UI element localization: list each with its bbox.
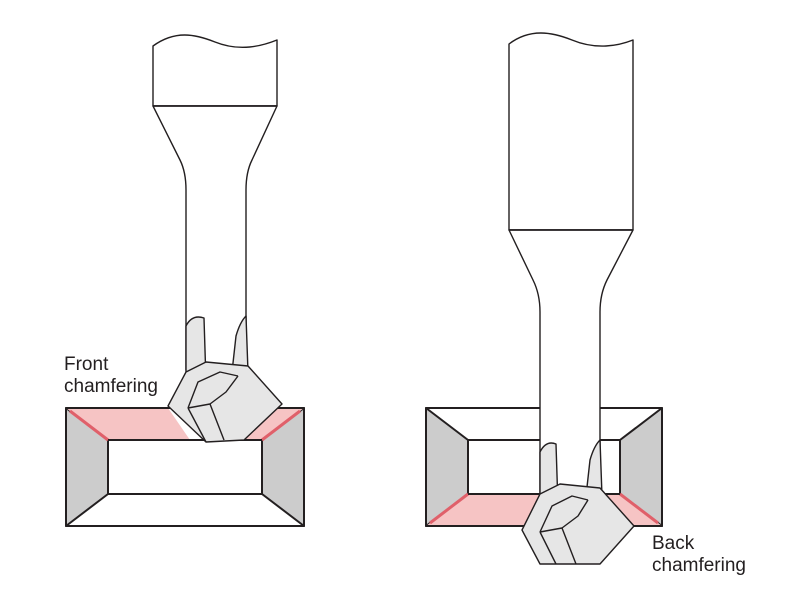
- front-chamfering-label: Front chamfering: [64, 354, 158, 398]
- front-insert-facet-a: [187, 371, 239, 409]
- front-shank: [152, 34, 278, 107]
- front-insert-facet-c: [187, 407, 207, 443]
- back-flute-right: [585, 439, 603, 497]
- back-label-line2: chamfering: [652, 555, 746, 576]
- back-insert-facet-d: [561, 527, 577, 565]
- back-insert-body: [521, 483, 635, 565]
- front-tool: [152, 34, 283, 443]
- back-chamfering-label: Back chamfering: [652, 533, 746, 577]
- front-chamfer-left: [66, 408, 190, 440]
- back-label-line1: Back: [652, 533, 695, 554]
- back-chamfer-left: [426, 494, 540, 526]
- front-chamfer-edge-left: [69, 409, 109, 442]
- back-tool: [508, 32, 635, 565]
- front-insert-facet-d: [209, 403, 225, 441]
- front-label-line1: Front: [64, 354, 109, 375]
- back-insert-facet-b: [539, 499, 589, 533]
- front-insert-body: [167, 361, 283, 443]
- back-chamfer-right: [600, 494, 662, 526]
- back-insert-facet-c: [539, 531, 557, 565]
- front-insert-facet-b: [187, 375, 239, 409]
- back-shank: [508, 32, 634, 231]
- back-workpiece: [425, 407, 663, 527]
- back-chamfer-edge-right: [619, 492, 659, 525]
- front-neck: [152, 105, 278, 371]
- front-label-line2: chamfering: [64, 376, 158, 397]
- back-insert-facet-a: [539, 495, 589, 533]
- back-chamfer-edge-left: [429, 492, 469, 525]
- front-workpiece: [65, 407, 305, 527]
- front-chamfer-edge-right: [261, 409, 301, 442]
- front-flute-right: [231, 315, 249, 373]
